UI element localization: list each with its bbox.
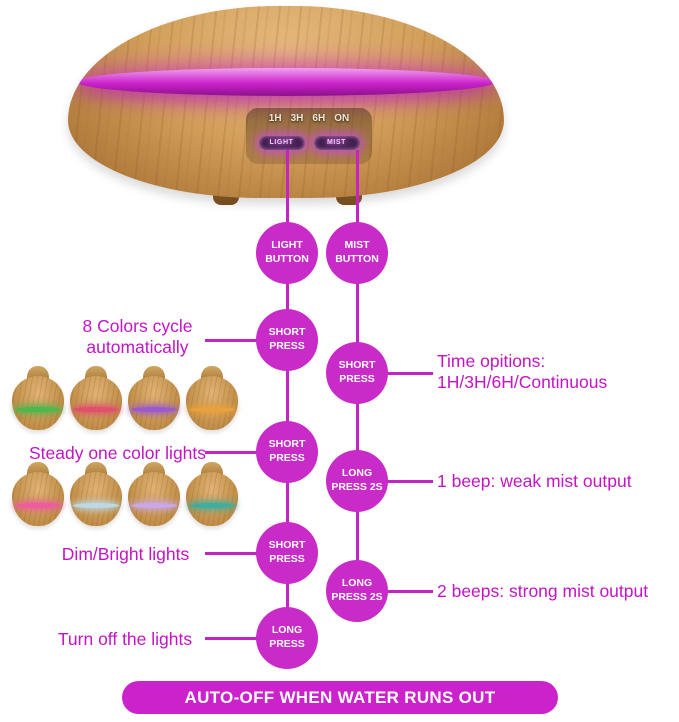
mini-diffuser (186, 462, 238, 526)
connector-line (205, 552, 260, 555)
label-line: 8 Colors cycle (82, 316, 193, 336)
node-text: MIST (344, 239, 370, 252)
mist-long-press-2-node: LONG PRESS 2S (326, 560, 388, 622)
mini-diffuser-body (186, 472, 238, 526)
mini-diffuser-neck (85, 462, 107, 475)
label-two-beeps: 2 beeps: strong mist output (437, 581, 649, 601)
node-text: SHORT (268, 438, 306, 451)
node-text: PRESS (339, 373, 375, 385)
light-short-press-1-node: SHORT PRESS (256, 309, 318, 371)
node-text: PRESS 2S (331, 591, 383, 603)
mist-short-press-node: SHORT PRESS (326, 342, 388, 404)
node-text: PRESS 2S (331, 481, 383, 493)
connector-line (385, 590, 433, 593)
mini-glow-band (131, 407, 177, 412)
mini-glow-band (73, 407, 119, 412)
label-one-beep: 1 beep: weak mist output (437, 471, 632, 491)
mini-diffuser-neck (143, 366, 165, 379)
mist-long-press-1-node: LONG PRESS 2S (326, 450, 388, 512)
mist-button-node: MIST BUTTON (326, 222, 388, 284)
node-text: PRESS (269, 452, 305, 464)
light-flow-line (286, 150, 289, 640)
connector-line (385, 372, 433, 375)
node-text: LONG (271, 624, 303, 637)
timer-label-6h: 6H (312, 113, 326, 124)
mini-diffuser (128, 366, 180, 430)
diffuser-glow-ring (76, 68, 496, 96)
timer-label-1h: 1H (268, 113, 282, 124)
device-light-button: LIGHT (258, 136, 305, 150)
node-text: PRESS (269, 638, 305, 650)
label-line: 1H/3H/6H/Continuous (437, 371, 608, 392)
mini-glow-band (73, 503, 119, 508)
mini-diffuser-neck (85, 366, 107, 379)
light-button-node: LIGHT BUTTON (256, 222, 318, 284)
mini-diffuser-body (70, 472, 122, 526)
mini-diffuser (70, 366, 122, 430)
mini-diffuser-body (186, 376, 238, 430)
light-long-press-node: LONG PRESS (256, 607, 318, 669)
mini-diffuser-neck (201, 462, 223, 475)
timer-label-3h: 3H (290, 113, 304, 124)
connector-line (205, 339, 260, 342)
light-short-press-2-node: SHORT PRESS (256, 421, 318, 483)
auto-off-banner: AUTO-OFF WHEN WATER RUNS OUT (122, 681, 558, 714)
mini-diffuser (12, 366, 64, 430)
mini-diffuser-neck (27, 366, 49, 379)
mini-glow-band (15, 407, 61, 412)
mini-diffuser (128, 462, 180, 526)
mini-diffuser-body (128, 376, 180, 430)
timer-labels: 1H 3H 6H ON (246, 113, 372, 124)
timer-label-on: ON (334, 113, 350, 124)
label-turn-off: Turn off the lights (57, 629, 193, 649)
label-time-options: Time opitions: 1H/3H/6H/Continuous (437, 351, 672, 392)
node-text: PRESS (269, 340, 305, 352)
mini-diffuser (186, 366, 238, 430)
mini-diffuser-body (12, 472, 64, 526)
mini-glow-band (189, 503, 235, 508)
label-line: Time opitions: (437, 351, 546, 371)
label-8-colors-cycle: 8 Colors cycle automatically (55, 316, 220, 357)
label-steady-one-color: Steady one color lights (28, 443, 207, 463)
mini-glow-band (15, 503, 61, 508)
mini-diffuser-body (128, 472, 180, 526)
label-line: automatically (86, 336, 189, 357)
node-text: PRESS (269, 553, 305, 565)
node-text: LONG (341, 467, 373, 480)
mini-diffuser-neck (201, 366, 223, 379)
mini-diffuser (70, 462, 122, 526)
connector-line (205, 637, 260, 640)
node-text: BUTTON (335, 253, 379, 265)
light-short-press-3-node: SHORT PRESS (256, 522, 318, 584)
mini-glow-band (189, 407, 235, 412)
node-text: SHORT (338, 359, 376, 372)
node-text: LIGHT (271, 239, 303, 252)
mini-diffuser-body (70, 376, 122, 430)
node-text: LONG (341, 577, 373, 590)
node-text: SHORT (268, 326, 306, 339)
node-text: SHORT (268, 539, 306, 552)
connector-line (385, 480, 433, 483)
node-text: BUTTON (265, 253, 309, 265)
mini-diffuser-neck (143, 462, 165, 475)
label-dim-bright: Dim/Bright lights (61, 544, 190, 564)
mini-diffuser (12, 462, 64, 526)
connector-line (205, 451, 260, 454)
device-mist-button: MIST (313, 136, 360, 150)
mini-diffuser-body (12, 376, 64, 430)
mini-glow-band (131, 503, 177, 508)
mini-diffuser-neck (27, 462, 49, 475)
device-buttons: LIGHT MIST (246, 136, 372, 150)
